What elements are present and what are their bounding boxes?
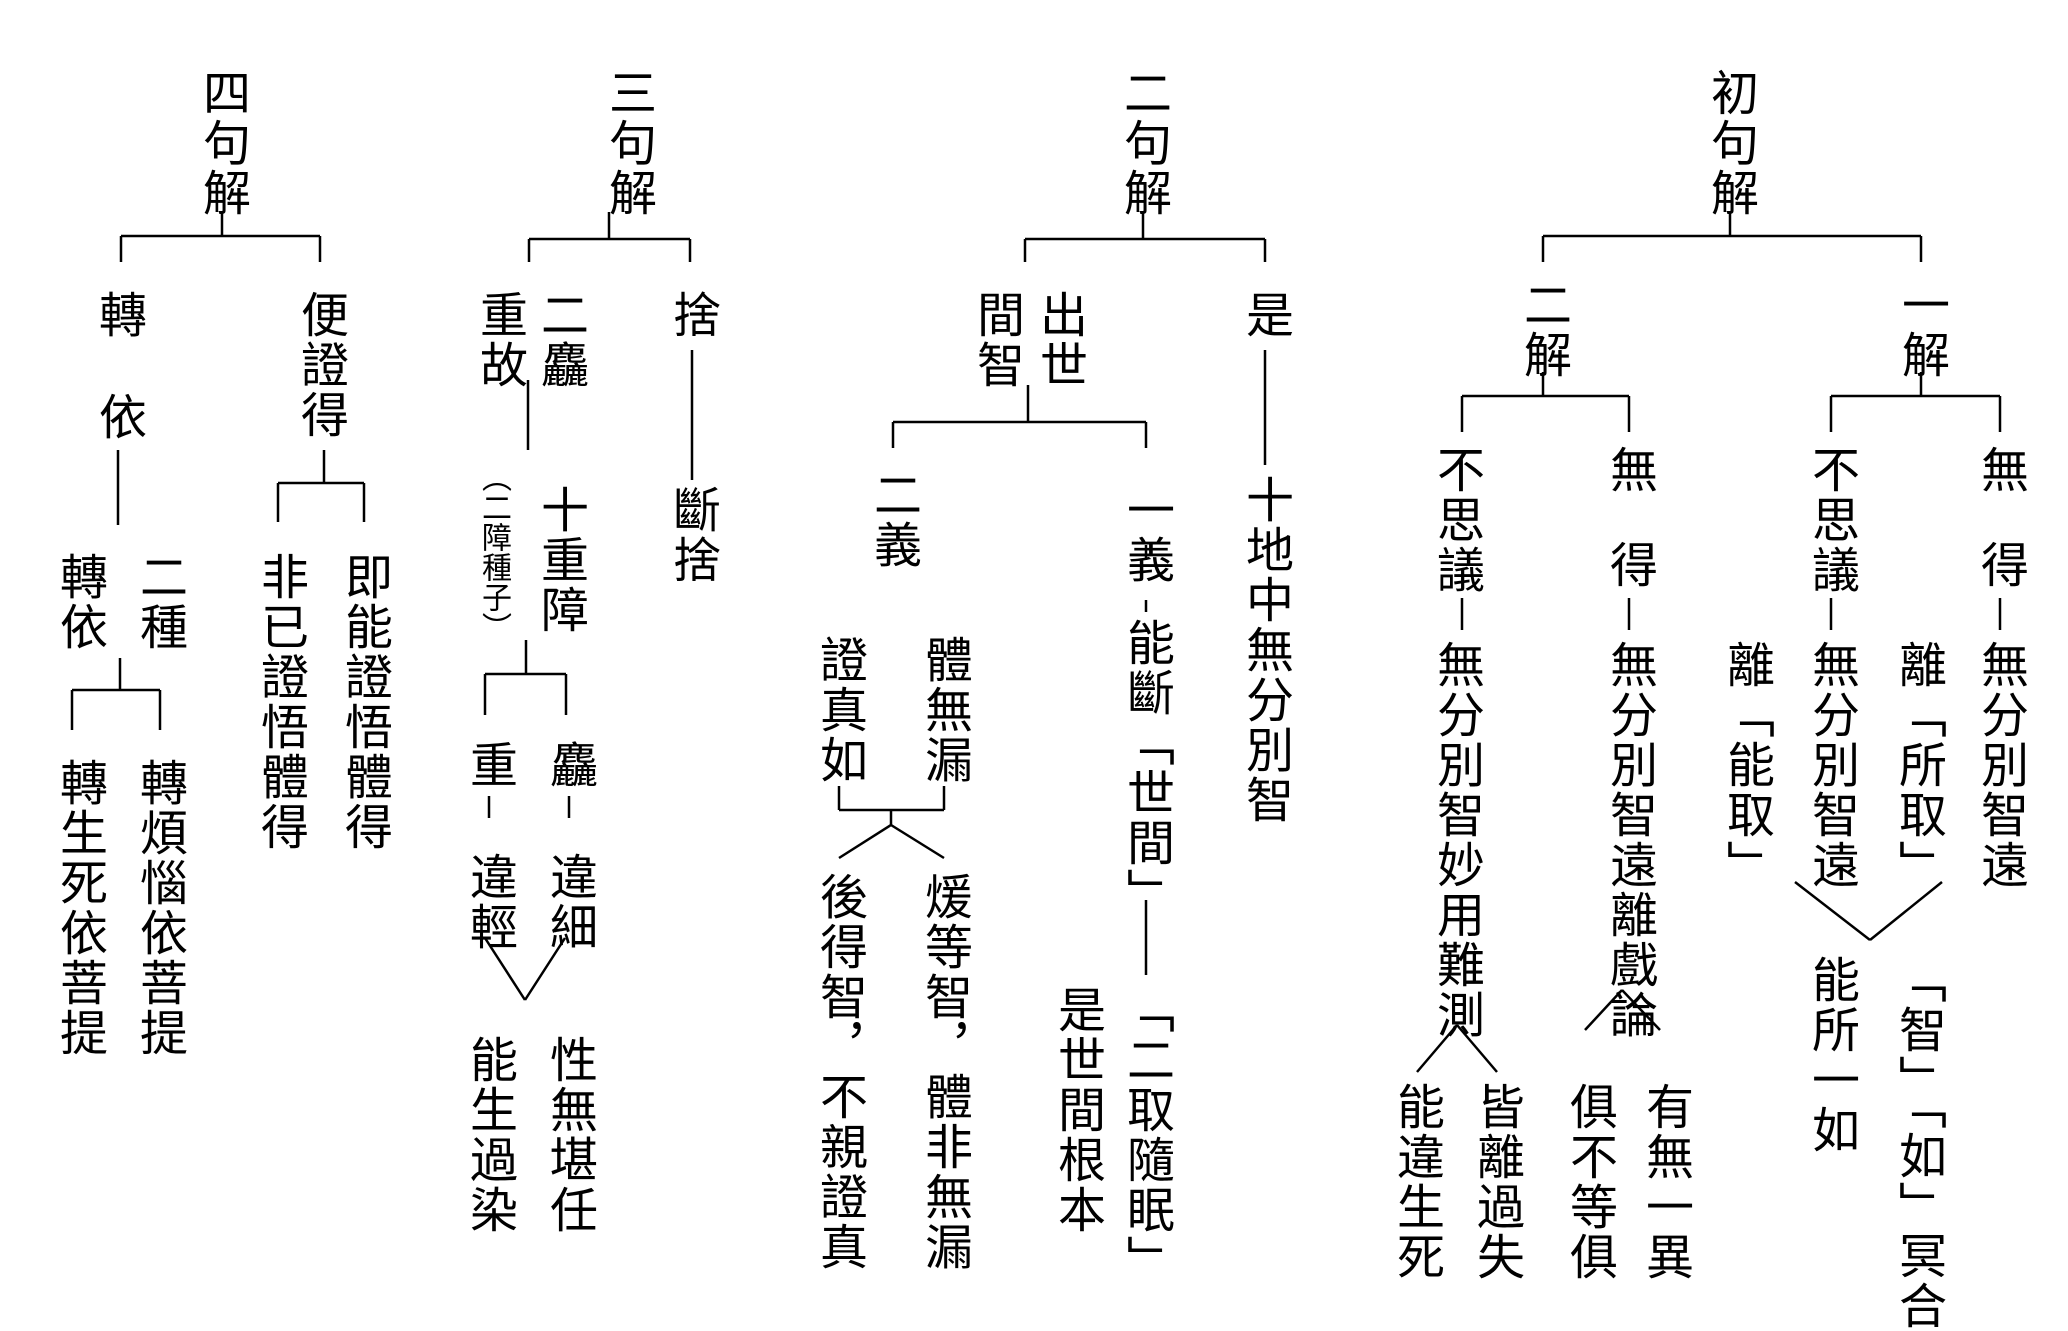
- node-erjie: 二解: [1515, 280, 1571, 380]
- node-ercu: 二麤: [532, 290, 588, 390]
- node-shishijian: 是世間根本: [1049, 985, 1105, 1235]
- node-eryi: 二義: [865, 470, 921, 570]
- node-nengduan: 能斷「世間」: [1118, 618, 1174, 918]
- node-a-nengsuo: 能所一如: [1803, 955, 1859, 1155]
- node-shidi: 十地中無分別智: [1237, 475, 1293, 825]
- node-she: 捨: [664, 290, 720, 340]
- node-duanshe: 斷捨: [664, 485, 720, 585]
- node-bianzhengde: 便證得: [292, 290, 348, 440]
- title-sanjujie: 三句解: [600, 68, 656, 218]
- node-a-wu: 無: [1972, 445, 2028, 495]
- node-a-zhiru: 「智」「如」冥合: [1890, 955, 1946, 1331]
- line-eryi-right: [890, 823, 945, 860]
- vee-b-youwu: [1584, 989, 1623, 1031]
- vee-sanjujie: [523, 937, 567, 1001]
- node-b-miaoyong: 無分別智妙用難測: [1428, 640, 1484, 1040]
- node-erzhong: 二種: [131, 552, 187, 652]
- node-tiwulou: 體無漏: [916, 635, 972, 785]
- vee-b-youwu: [1621, 989, 1661, 1031]
- node-houde: 後得智，不親證真: [811, 872, 867, 1272]
- title-erjujie: 二句解: [1115, 68, 1171, 218]
- node-yijie: 一解: [1893, 280, 1949, 380]
- vee-b-jieli: [1456, 1024, 1498, 1073]
- line-eryi-left: [838, 823, 892, 860]
- node-erqu: 「二取隨眠」: [1118, 985, 1174, 1285]
- node-chushi: 出世: [1031, 290, 1087, 390]
- vee-a: [1794, 881, 1871, 941]
- node-b-youwu: 有無一異: [1637, 1082, 1693, 1282]
- node-shi: 是: [1237, 290, 1293, 340]
- node-b-wufenbie: 無分別智遠離戲論: [1601, 640, 1657, 1040]
- node-b-jubu: 俱不等俱: [1561, 1082, 1617, 1282]
- node-a-busiyi: 不思議: [1803, 445, 1859, 595]
- node-a-wufenbie2: 無分別智遠: [1803, 640, 1859, 890]
- vee-a: [1869, 881, 1943, 941]
- node-b-wu: 無: [1601, 445, 1657, 495]
- node-xingwu: 性無堪任: [541, 1035, 597, 1235]
- node-jineng: 即能證悟體得: [336, 552, 392, 852]
- node-yi: 依: [90, 392, 146, 442]
- node-weiqing: 違輕: [461, 852, 517, 952]
- node-zhuan-shengsi: 轉生死依菩提: [51, 758, 107, 1058]
- node-zhuan: 轉: [90, 290, 146, 340]
- node-a-de: 得: [1972, 540, 2028, 590]
- node-a-li2: 離「能取」: [1718, 640, 1774, 890]
- node-a-wufenbie: 無分別智遠: [1972, 640, 2028, 890]
- vee-sanjujie: [483, 937, 527, 1001]
- node-zhuan-fannao: 轉煩惱依菩提: [131, 758, 187, 1058]
- node-jianzhi: 間智: [968, 290, 1024, 390]
- vee-b-jieli: [1416, 1024, 1458, 1073]
- node-zhonggu: 重故: [471, 290, 527, 390]
- node-nengsheng: 能生過染: [461, 1035, 517, 1235]
- node-shizhong: 十重障: [532, 485, 588, 635]
- node-b-busiyi: 不思議: [1428, 445, 1484, 595]
- node-cu: 麤: [541, 740, 597, 790]
- title-chujujie: 初句解: [1702, 68, 1758, 218]
- node-feiyi: 非已證悟體得: [252, 552, 308, 852]
- node-yiyi: 一義: [1118, 485, 1174, 585]
- node-nuandeng: 煖等智，體非無漏: [916, 872, 972, 1272]
- node-a-li: 離「所取」: [1890, 640, 1946, 890]
- node-b-jieli: 皆離過失: [1468, 1082, 1524, 1282]
- node-zhuanyi: 轉依: [51, 552, 107, 652]
- node-zhongzi: （二障種子）: [476, 462, 511, 642]
- node-weixi: 違細: [541, 852, 597, 952]
- node-zhengzhenru: 證真如: [811, 635, 867, 785]
- node-b-nengwei: 能違生死: [1388, 1082, 1444, 1282]
- node-b-de: 得: [1601, 540, 1657, 590]
- node-zhong: 重: [461, 740, 517, 790]
- title-sijujie: 四句解: [194, 68, 250, 218]
